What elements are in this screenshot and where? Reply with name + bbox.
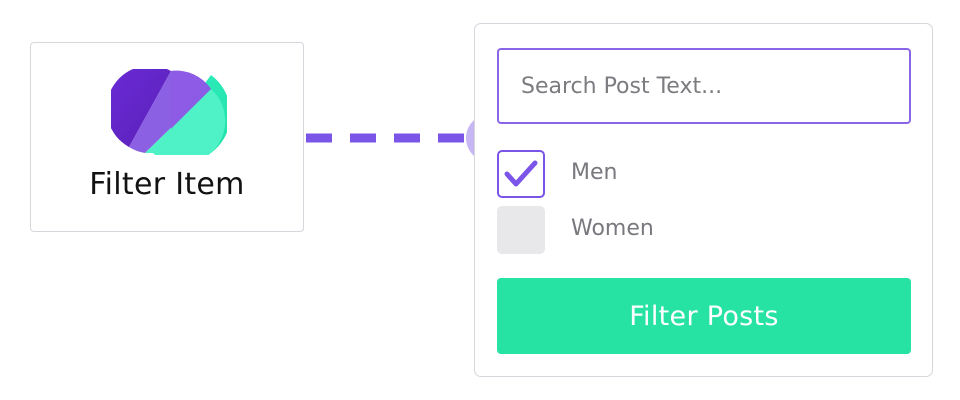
- filter-item-title: Filter Item: [89, 167, 245, 202]
- filter-posts-button[interactable]: Filter Posts: [497, 278, 911, 354]
- checkbox-row-men[interactable]: Men: [497, 150, 797, 198]
- filter-logo-icon: [111, 69, 227, 155]
- search-input[interactable]: [497, 48, 911, 124]
- women-checkbox-label: Women: [571, 216, 654, 241]
- filter-item-card[interactable]: Filter Item: [30, 42, 304, 232]
- women-checkbox[interactable]: [497, 206, 545, 254]
- checkmark-icon: [504, 160, 538, 187]
- men-checkbox[interactable]: [497, 150, 545, 198]
- checkbox-row-women[interactable]: Women: [497, 206, 797, 254]
- men-checkbox-label: Men: [571, 160, 618, 185]
- filter-form-panel: Men Women Filter Posts: [474, 23, 933, 377]
